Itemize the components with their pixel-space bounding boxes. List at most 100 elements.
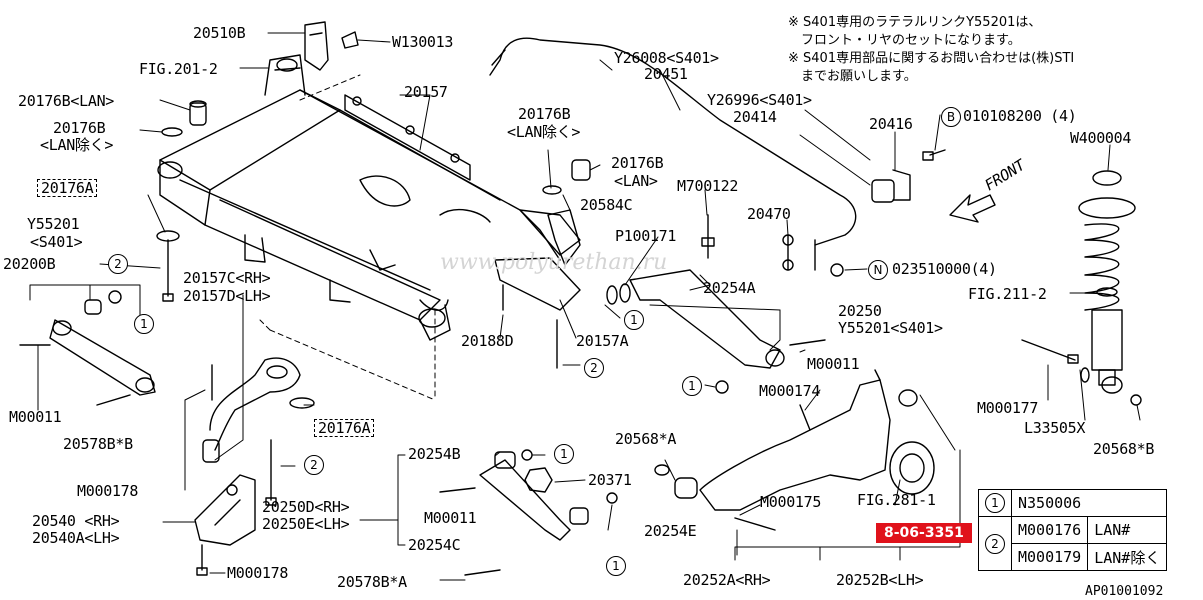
bracket-20157a [494, 257, 581, 369]
label-010108200[interactable]: 010108200 (4) [963, 107, 1077, 125]
clip-w130013 [341, 31, 359, 49]
label-m700122[interactable]: M700122 [677, 177, 739, 195]
circle-mark-1-left: 1 [134, 314, 154, 334]
label-m00011-right[interactable]: M00011 [807, 355, 860, 373]
watermark: www.polyurethan.ru [440, 250, 668, 275]
stabilizer-bar-20451 [489, 37, 857, 271]
label-20451[interactable]: 20451 [644, 65, 688, 83]
rear-crossmember [157, 54, 581, 341]
legend-part-m000179[interactable]: M000179 [1010, 543, 1089, 571]
label-20176a-center[interactable]: 20176A [314, 419, 375, 437]
label-y55201-left[interactable]: Y55201 [27, 215, 80, 233]
label-20176a-left[interactable]: 20176A [37, 179, 98, 197]
label-20254c[interactable]: 20254C [408, 536, 461, 554]
label-20200b[interactable]: 20200B [3, 255, 56, 273]
bolt-m700122 [701, 214, 715, 259]
label-20252b[interactable]: 20252B<LH> [836, 571, 924, 589]
red-part-tag[interactable]: 8-06-3351 [876, 523, 972, 543]
label-m00011-center[interactable]: M00011 [424, 509, 477, 527]
brace-20157 [344, 94, 471, 181]
lateral-link-left [19, 290, 156, 406]
label-20176b-right-1[interactable]: 20176B [518, 105, 571, 123]
label-m000177[interactable]: M000177 [977, 399, 1039, 417]
front-arrow [949, 194, 996, 223]
label-20250d[interactable]: 20250D<RH> [262, 498, 350, 516]
label-20188d[interactable]: 20188D [461, 332, 514, 350]
circle-mark-1-bottom: 1 [606, 556, 626, 576]
circle-mark-1-20157a: 1 [624, 310, 644, 330]
label-20568-a[interactable]: 20568*A [615, 430, 677, 448]
circle-mark-b: B [941, 107, 961, 127]
washer-p100171 [606, 283, 631, 305]
shock-absorber [1021, 170, 1142, 406]
label-20416[interactable]: 20416 [869, 115, 913, 133]
label-m000174[interactable]: M000174 [759, 382, 821, 400]
legend-row-1: 1 N350006 [978, 489, 1168, 517]
circle-mark-n: N [868, 260, 888, 280]
label-20540[interactable]: 20540 <RH> [32, 512, 120, 530]
label-20176b-lanx-1[interactable]: 20176B [53, 119, 106, 137]
label-p100171[interactable]: P100171 [615, 227, 677, 245]
label-20157[interactable]: 20157 [404, 83, 448, 101]
label-20250[interactable]: 20250 [838, 302, 882, 320]
label-20252a[interactable]: 20252A<RH> [683, 571, 771, 589]
circle-mark-1-20254b: 1 [554, 444, 574, 464]
note-line-2: フロント・リヤのセットになります。 [788, 33, 1021, 48]
legend-table: 1 N350006 2 M000176 LAN# M000179 LAN#除く [978, 489, 1168, 571]
stabilizer-bushing-20414 [871, 169, 911, 203]
label-20254b[interactable]: 20254B [408, 445, 461, 463]
legend-part-m000176[interactable]: M000176 [1010, 516, 1089, 544]
label-20157d[interactable]: 20157D<LH> [183, 287, 271, 305]
label-20254e[interactable]: 20254E [644, 522, 697, 540]
bolt-20200b [162, 239, 174, 302]
label-m00011-left[interactable]: M00011 [9, 408, 62, 426]
label-m000178-1[interactable]: M000178 [77, 482, 139, 500]
label-y26996[interactable]: Y26996<S401> [707, 91, 812, 109]
label-20176b-right-2: <LAN除く> [507, 123, 581, 141]
label-20414[interactable]: 20414 [733, 108, 777, 126]
legend-row-3: M000179 LAN#除く [979, 543, 1168, 571]
note-line-1: ※ S401専用のラテラルリンクY55201は、 [788, 15, 1042, 30]
label-w130013[interactable]: W130013 [392, 33, 454, 51]
bolt-b010108200 [922, 149, 946, 161]
label-20176b-lan[interactable]: 20176B<LAN> [18, 92, 115, 110]
bracket-20510b [304, 21, 329, 71]
label-20584c[interactable]: 20584C [580, 196, 633, 214]
label-fig281-1[interactable]: FIG.281-1 [857, 491, 936, 509]
label-y55201-right[interactable]: Y55201<S401> [838, 319, 943, 337]
label-20250e[interactable]: 20250E<LH> [262, 515, 350, 533]
label-20578b-a[interactable]: 20578B*A [337, 573, 407, 591]
label-023510000[interactable]: 023510000(4) [892, 260, 997, 278]
label-l33505x[interactable]: L33505X [1024, 419, 1086, 437]
rear-knuckle [654, 369, 935, 531]
label-20254a[interactable]: 20254A [703, 279, 756, 297]
label-20470[interactable]: 20470 [747, 205, 791, 223]
legend-circle-2: 2 [985, 533, 1005, 554]
bushing-20176b-lan [189, 100, 207, 126]
note-line-4: までお願いします。 [788, 69, 917, 84]
label-y26008[interactable]: Y26008<S401> [614, 49, 719, 67]
label-m000178-2[interactable]: M000178 [227, 564, 289, 582]
label-20157a[interactable]: 20157A [576, 332, 629, 350]
label-s401-left: <S401> [30, 233, 83, 251]
legend-part-n350006[interactable]: N350006 [1010, 489, 1168, 517]
washer-20176b-top [161, 127, 183, 137]
bracket-20540 [194, 474, 256, 576]
label-20568-b[interactable]: 20568*B [1093, 440, 1155, 458]
circle-mark-2-20200b: 2 [108, 254, 128, 274]
label-20540a[interactable]: 20540A<LH> [32, 529, 120, 547]
label-20157c[interactable]: 20157C<RH> [183, 269, 271, 287]
label-m000175[interactable]: M000175 [760, 493, 822, 511]
legend-note-lan-excl: LAN#除く [1087, 543, 1168, 571]
label-fig201-2[interactable]: FIG.201-2 [139, 60, 218, 78]
label-20578b-b[interactable]: 20578B*B [63, 435, 133, 453]
leader-lines [29, 32, 1141, 581]
circle-mark-1-right: 1 [682, 376, 702, 396]
label-20371[interactable]: 20371 [588, 471, 632, 489]
link-20254b [439, 449, 618, 576]
reference-code: AP01001092 [1085, 584, 1164, 599]
label-20510b[interactable]: 20510B [193, 24, 246, 42]
label-fig211-2[interactable]: FIG.211-2 [968, 285, 1047, 303]
label-20176b-right-3[interactable]: 20176B [611, 154, 664, 172]
label-w400004[interactable]: W400004 [1070, 129, 1132, 147]
